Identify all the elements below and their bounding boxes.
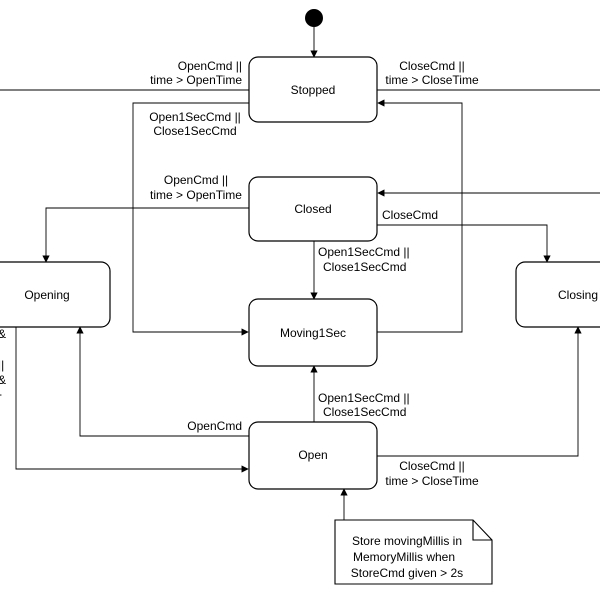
label-closed-opencmd-line1: OpenCmd || bbox=[164, 173, 228, 187]
label-open-opencmd: OpenCmd bbox=[187, 419, 242, 433]
note-line-1: Store movingMillis in bbox=[352, 534, 462, 548]
label-stopped-open1sec-line1: Open1SecCmd || bbox=[149, 110, 241, 124]
note-folded-corner bbox=[472, 520, 492, 541]
note-line-2: MemoryMillis when bbox=[353, 550, 455, 564]
label-open-closecmd-line2: time > CloseTime bbox=[385, 474, 479, 488]
edge-closed-to-closing bbox=[377, 224, 551, 263]
label-left-fragment-3: & bbox=[0, 373, 6, 387]
label-closed-opencmd-line2: time > OpenTime bbox=[150, 188, 242, 202]
label-left-fragment-4: - bbox=[0, 387, 2, 401]
initial-state-dot bbox=[305, 9, 323, 27]
note-line-3: StoreCmd given > 2s bbox=[351, 566, 463, 580]
state-closing: Closing bbox=[515, 261, 600, 328]
state-stopped: Stopped bbox=[248, 56, 378, 123]
label-stopped-closecmd-line1: CloseCmd || bbox=[399, 59, 465, 73]
edge-stopped-to-moving1sec bbox=[132, 102, 249, 336]
label-stopped-opencmd-line2: time > OpenTime bbox=[150, 73, 242, 87]
transition-edges bbox=[0, 89, 600, 520]
edge-open-to-closing bbox=[377, 326, 582, 457]
edge-moving1sec-to-stopped bbox=[377, 99, 463, 333]
state-opening-label: Opening bbox=[24, 288, 69, 302]
edge-opening-to-open bbox=[15, 327, 249, 473]
uml-note: Store movingMillis in MemoryMillis when … bbox=[334, 519, 493, 585]
label-open-open1sec-line1: Open1SecCmd || bbox=[318, 391, 410, 405]
label-open-open1sec-line2: Close1SecCmd bbox=[323, 405, 406, 419]
state-opening: Opening bbox=[0, 261, 111, 328]
state-stopped-label: Stopped bbox=[291, 83, 336, 97]
state-closed-label: Closed bbox=[294, 202, 331, 216]
label-stopped-opencmd-line1: OpenCmd || bbox=[178, 59, 242, 73]
label-left-fragment-1: & bbox=[0, 327, 6, 341]
label-closed-open1sec-line1: Open1SecCmd || bbox=[318, 245, 410, 259]
label-open-closecmd-line1: CloseCmd || bbox=[399, 459, 465, 473]
label-left-fragment-2: || bbox=[0, 358, 4, 372]
state-moving1sec: Moving1Sec bbox=[248, 298, 378, 367]
state-moving1sec-label: Moving1Sec bbox=[280, 326, 346, 340]
label-stopped-closecmd-line2: time > CloseTime bbox=[385, 73, 479, 87]
edge-open-to-opening bbox=[76, 326, 249, 437]
label-closed-open1sec-line2: Close1SecCmd bbox=[323, 260, 406, 274]
state-closing-label: Closing bbox=[558, 288, 598, 302]
edge-closed-to-opening bbox=[42, 207, 249, 263]
label-closed-closecmd: CloseCmd bbox=[382, 208, 438, 222]
state-open-label: Open bbox=[298, 448, 327, 462]
state-open: Open bbox=[248, 421, 378, 490]
transition-labels: OpenCmd || time > OpenTime CloseCmd || t… bbox=[0, 59, 479, 488]
label-stopped-open1sec-line2: Close1SecCmd bbox=[153, 124, 236, 138]
note-shape bbox=[334, 519, 493, 585]
state-closed: Closed bbox=[248, 176, 378, 242]
